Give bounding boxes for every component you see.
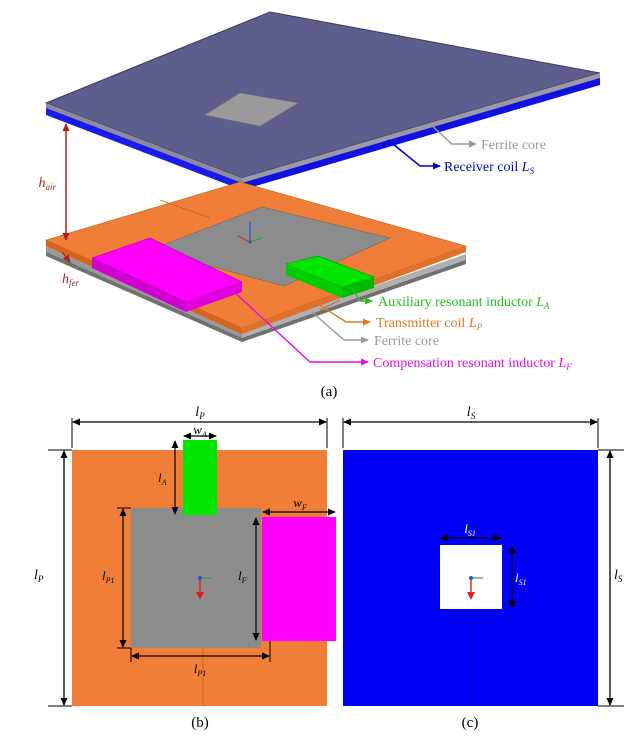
compensation-inductor-side2	[186, 282, 242, 312]
caption-b: (b)	[191, 715, 209, 731]
transmitter-inner-ferrite	[149, 206, 391, 287]
dim-lA-label: lA	[158, 470, 167, 487]
axis-glyph-a	[237, 222, 263, 244]
inner-ferrite	[131, 508, 261, 648]
dim-lS-top-label: lS	[467, 405, 476, 421]
transmitter-seam-2	[319, 299, 341, 311]
leader-ferrite-top	[429, 123, 477, 148]
leader-compensation	[231, 289, 369, 366]
dim-wF-label: wF	[293, 495, 307, 512]
compensation-inductor-side	[92, 258, 186, 312]
auxiliary-inductor-side2	[286, 264, 342, 298]
transmitter-seam-1	[159, 199, 211, 219]
panel-b: lP lP wA lA wF lF lP1 lP1 (b)	[34, 405, 336, 731]
caption-c: (c)	[462, 715, 479, 731]
label-ferrite-top: Ferrite core	[481, 138, 546, 153]
receiver-ferrite-center	[204, 92, 299, 127]
dim-lP1-vert-label: lP1	[102, 568, 115, 585]
dim-wA-label: wA	[193, 422, 207, 439]
dim-lS-right-label: lS	[614, 568, 623, 584]
leader-ferrite-bottom	[311, 311, 369, 344]
auxiliary-inductor	[183, 440, 217, 515]
leader-receiver	[387, 139, 441, 170]
label-auxiliary: Auxiliary resonant inductor LA	[378, 295, 550, 311]
axis-glyph-c	[467, 576, 483, 600]
h-air-label: hair	[38, 176, 56, 192]
label-transmitter: Transmitter coil LP	[376, 316, 483, 332]
panel-c: lS lS lS1 lS1 (c)	[342, 405, 624, 731]
panel-a: hair hfer Ferrite core Receiver coil LS …	[38, 11, 601, 400]
dim-lP-left-label: lP	[34, 568, 44, 584]
dim-lP-top-label: lP	[195, 405, 205, 421]
receiver-assembly	[44, 11, 601, 190]
leader-transmitter	[317, 303, 371, 326]
compensation-inductor	[262, 517, 336, 641]
label-ferrite-bottom: Ferrite core	[374, 334, 439, 349]
auxiliary-inductor-side	[342, 277, 374, 298]
leader-auxiliary	[351, 287, 373, 305]
label-receiver: Receiver coil LS	[444, 160, 535, 176]
label-compensation: Compensation resonant inductor LF	[373, 356, 572, 372]
dim-lS1-horiz-label: lS1	[464, 521, 476, 538]
dim-lP1-horiz-label: lP1	[194, 661, 207, 678]
dim-lS1-vert-label: lS1	[515, 570, 527, 587]
axis-glyph-b	[196, 576, 212, 600]
dim-lF-label: lF	[238, 568, 247, 585]
receiver-coil-edge-left	[46, 108, 242, 190]
receiver-ferrite-top-face	[44, 11, 601, 179]
h-fer-label: hfer	[62, 272, 79, 288]
receiver-coil-edge-right	[242, 78, 600, 190]
h-fer-tick	[61, 251, 71, 263]
caption-a: (a)	[321, 384, 338, 400]
